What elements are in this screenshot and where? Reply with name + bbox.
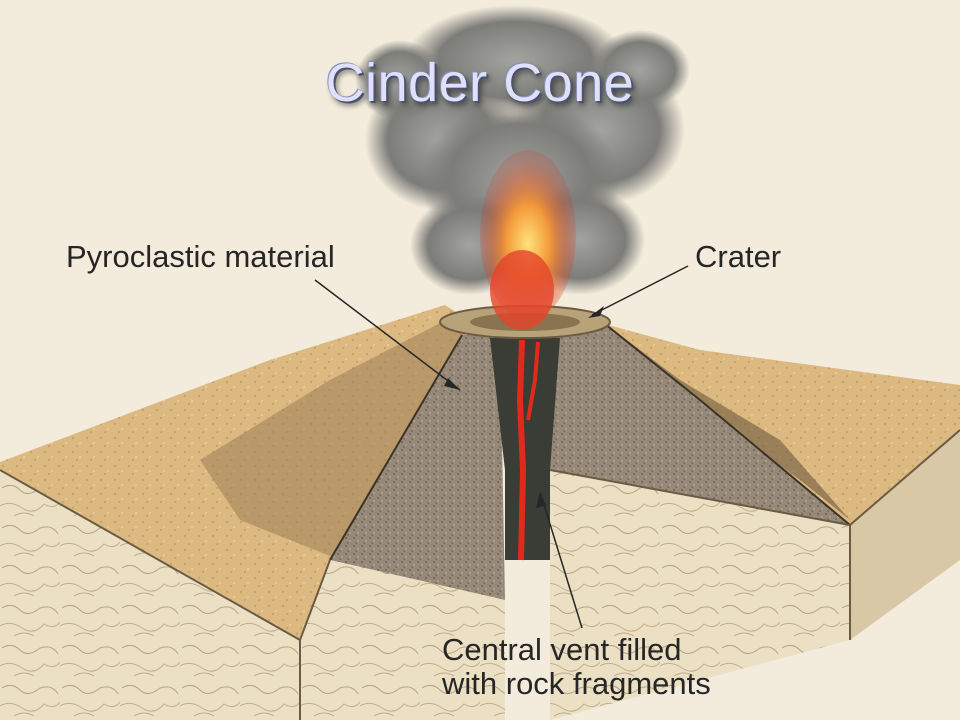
central-vent-label-line1: Central vent filled xyxy=(442,632,682,667)
block-face-left xyxy=(0,470,300,720)
crater-leader-line xyxy=(591,265,689,316)
block-face-right xyxy=(850,430,960,640)
lava-channel-main xyxy=(516,339,527,561)
pyroclastic-leader-line xyxy=(314,279,461,391)
ground-top-right xyxy=(590,320,960,525)
vent-leader-line xyxy=(541,497,583,629)
cone-flank-left xyxy=(200,318,470,560)
cone-cross-section-left xyxy=(330,335,505,600)
diagram-title: Cinder Cone xyxy=(325,53,635,113)
lava-channel-branch xyxy=(526,341,540,421)
ash-cloud xyxy=(355,5,690,295)
block-face-center-left xyxy=(300,560,505,720)
eruption-fire xyxy=(480,150,576,330)
central-vent-label-line2: with rock fragments xyxy=(442,666,711,701)
central-vent-label: Central vent filled with rock fragments xyxy=(442,633,711,701)
crater-label: Crater xyxy=(695,239,782,274)
pyroclastic-label: Pyroclastic material xyxy=(66,239,335,274)
cone-cross-section-right xyxy=(545,320,850,525)
block-face-center-right xyxy=(550,470,850,720)
